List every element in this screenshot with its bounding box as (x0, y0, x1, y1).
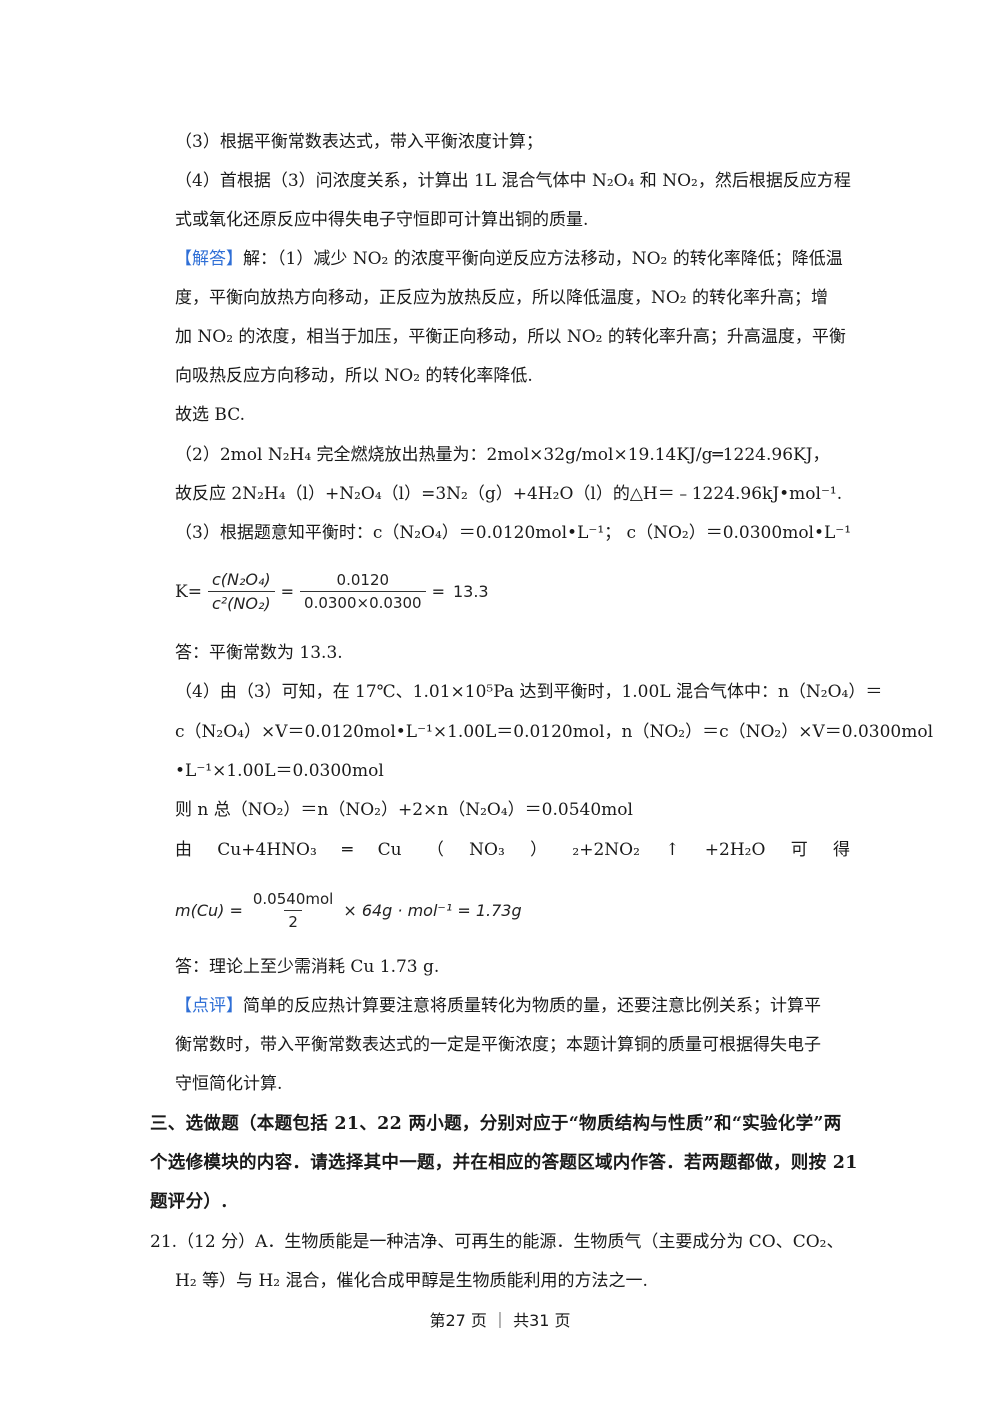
text-line: 故选 BC. (175, 405, 246, 425)
text-line: 加 NO₂ 的浓度，相当于加压，平衡正向移动，所以 NO₂ 的转化率升高；升高温… (175, 327, 846, 347)
copper-mass-formula: m(Cu) = 0.0540mol 2 × 64g · mol⁻¹ = 1.73… (175, 890, 522, 931)
text-line: 衡常数时，带入平衡常数表达式的一定是平衡浓度；本题计算铜的质量可根据得失电子 (175, 1035, 821, 1055)
formula-lhs: m(Cu) = (175, 901, 243, 920)
eq-token: ） (530, 840, 548, 860)
reaction-equation-line: 由 Cu+4HNO₃ ═ Cu （ NO₃ ） ₂+2NO₂ ↑ +2H₂O 可… (175, 838, 850, 862)
eq-token: +2H₂O (704, 840, 766, 860)
text-line: 答：理论上至少需消耗 Cu 1.73 g. (175, 957, 440, 977)
text-line: 简单的反应热计算要注意将质量转化为物质的量，还要注意比例关系；计算平 (243, 996, 821, 1016)
comment-line: 【点评】简单的反应热计算要注意将质量转化为物质的量，还要注意比例关系；计算平 (175, 994, 850, 1018)
equals-sign: = (280, 582, 295, 601)
eq-token: ↑ (665, 840, 680, 860)
formula-result: 13.3 (452, 582, 489, 601)
denominator: 2 (284, 910, 302, 931)
fraction: 0.0120 0.0300×0.0300 (300, 571, 426, 612)
text-line: （4）由（3）可知，在 17℃、1.01×10⁵Pa 达到平衡时，1.00L 混… (175, 682, 883, 702)
formula-rest: × 64g · mol⁻¹ = 1.73g (343, 901, 522, 920)
comment-tag: 【点评】 (175, 996, 243, 1016)
numerator: c(N₂O₄) (211, 570, 271, 589)
text-line: 故反应 2N₂H₄（l）+N₂O₄（l）=3N₂（g）+4H₂O（l）的△H＝﹣… (175, 484, 843, 504)
text-line: 向吸热反应方向移动，所以 NO₂ 的转化率降低. (175, 366, 533, 386)
equals-sign: = (431, 582, 445, 601)
eq-token: 得 (833, 840, 850, 860)
text-line: c（N₂O₄）×V＝0.0120mol•L⁻¹×1.00L＝0.0120mol，… (175, 722, 934, 742)
eq-token: 由 (175, 840, 192, 860)
text-line: •L⁻¹×1.00L＝0.0300mol (175, 761, 384, 781)
text-line: （3）根据平衡常数表达式，带入平衡浓度计算； (175, 132, 543, 152)
eq-token: ═ (342, 840, 353, 860)
text-line: 答：平衡常数为 13.3. (175, 643, 343, 663)
formula-lhs: K= (175, 581, 202, 602)
text-line: 式或氧化还原反应中得失电子守恒即可计算出铜的质量. (175, 210, 589, 230)
eq-token: 可 (790, 840, 808, 860)
text-line: （4）首根据（3）问浓度关系，计算出 1L 混合气体中 N₂O₄ 和 NO₂，然… (175, 171, 851, 191)
question-line: 21.（12 分）A．生物质能是一种洁净、可再生的能源．生物质气（主要成分为 C… (150, 1232, 844, 1252)
answer-line: 【解答】解：（1）减少 NO₂ 的浓度平衡向逆反应方法移动，NO₂ 的转化率降低… (175, 247, 850, 271)
denominator: c²(NO₂) (207, 591, 275, 613)
eq-token: Cu (377, 840, 402, 860)
text-line: 解：（1）减少 NO₂ 的浓度平衡向逆反应方法移动，NO₂ 的转化率降低；降低温 (243, 249, 843, 269)
numerator: 0.0540mol (252, 890, 334, 908)
equilibrium-constant-formula: K= c(N₂O₄) c²(NO₂) = 0.0120 0.0300×0.030… (175, 570, 489, 613)
eq-token: Cu+4HNO₃ (217, 840, 317, 860)
eq-token: （ (426, 840, 444, 860)
fraction: 0.0540mol 2 (249, 890, 337, 931)
text-line: 则 n 总（NO₂）＝n（NO₂）+2×n（N₂O₄）＝0.0540mol (175, 800, 633, 820)
numerator: 0.0120 (336, 571, 390, 589)
text-line: （2）2mol N₂H₄ 完全燃烧放出热量为：2mol×32g/mol×19.1… (175, 445, 830, 465)
denominator: 0.0300×0.0300 (300, 591, 426, 612)
text-line: （3）根据题意知平衡时：c（N₂O₄）＝0.0120mol•L⁻¹； c（NO₂… (175, 523, 852, 543)
section-heading: 题评分）. (150, 1192, 228, 1212)
text-line: 度，平衡向放热方向移动，正反应为放热反应，所以降低温度，NO₂ 的转化率升高；增 (175, 288, 829, 308)
answer-tag: 【解答】 (175, 249, 243, 269)
section-heading: 三、选做题（本题包括 21、22 两小题，分别对应于“物质结构与性质”和“实验化… (150, 1114, 842, 1134)
fraction: c(N₂O₄) c²(NO₂) (207, 570, 275, 613)
eq-token: ₂+2NO₂ (572, 840, 640, 860)
eq-token: NO₃ (469, 840, 505, 860)
text-line: 守恒简化计算. (175, 1074, 283, 1094)
question-line: H₂ 等）与 H₂ 混合，催化合成甲醇是生物质能利用的方法之一. (175, 1271, 648, 1291)
section-heading: 个选修模块的内容．请选择其中一题，并在相应的答题区域内作答．若两题都做，则按 2… (150, 1153, 858, 1173)
page-footer: 第27 页 ｜ 共31 页 (429, 1311, 571, 1330)
